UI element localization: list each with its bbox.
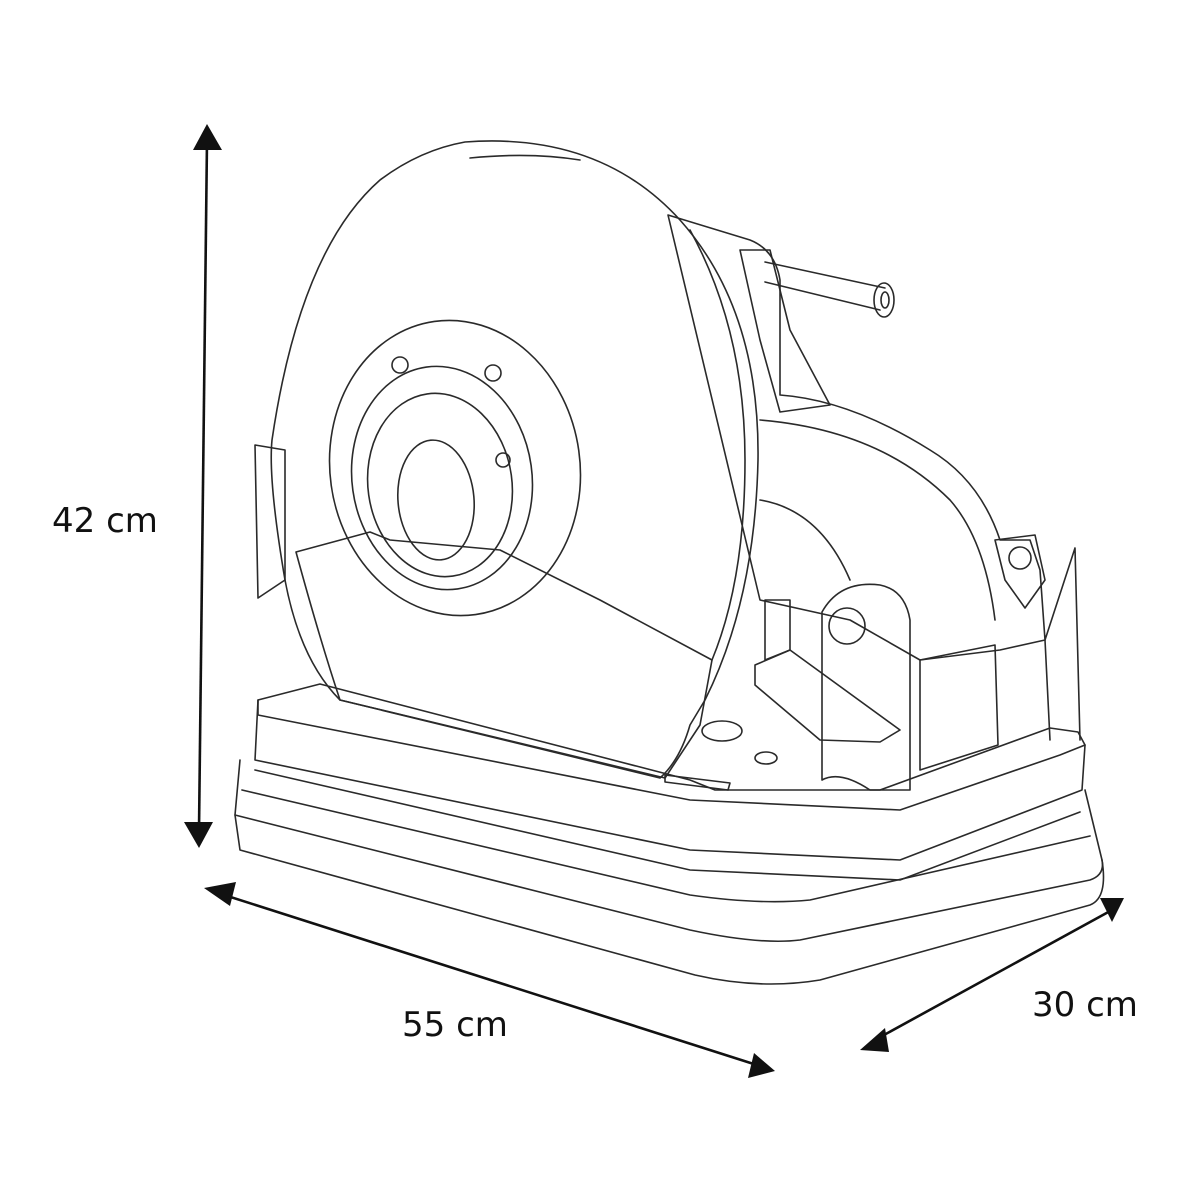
flange-bolt-2 [484,364,502,382]
pivot-bolt [1008,546,1032,570]
handle-grip-hole [880,291,890,309]
flange-bolt-3 [495,452,511,468]
base-top-edge [254,699,1086,861]
base-slot [664,774,731,791]
flange-mid [350,365,534,591]
base-inner-line [254,769,1081,881]
motor-housing-side [759,499,851,581]
right-cabinet [919,644,999,771]
flange-outer [328,319,582,617]
lower-guard [295,531,713,779]
guard-tab [254,444,286,599]
motor-housing-ridge [759,419,996,621]
flange-bolt-1 [391,356,409,374]
base-rim [234,759,1104,943]
vise-screw-block [764,599,791,661]
base-hole-1 [701,720,743,742]
depth-dimension-arrow [860,898,1124,1052]
vise-upright [821,583,911,791]
handle-arm [739,249,831,413]
rear-post [1044,547,1081,741]
pivot-bracket [994,534,1046,609]
height-label: 42 cm [52,501,158,541]
handle-bar [764,261,886,311]
vise-jaw [754,649,901,743]
width-dimension-arrow [204,882,775,1078]
base-rim-lower [234,814,1105,985]
flange-inner [366,392,514,578]
saw-outline [234,140,1105,985]
hub [396,439,476,561]
height-dimension-arrow [184,124,222,848]
handle-grip-end [873,282,895,318]
base-inner-line-2 [241,789,1091,903]
cutting-disc [270,140,759,779]
disc-rim-highlight [469,154,581,161]
base-top-surface [257,683,1086,811]
base-hole-2 [754,751,778,765]
disc-edge [689,229,746,661]
vise-bolt [828,607,866,645]
width-label: 55 cm [402,1005,508,1045]
depth-label: 30 cm [1032,985,1138,1025]
